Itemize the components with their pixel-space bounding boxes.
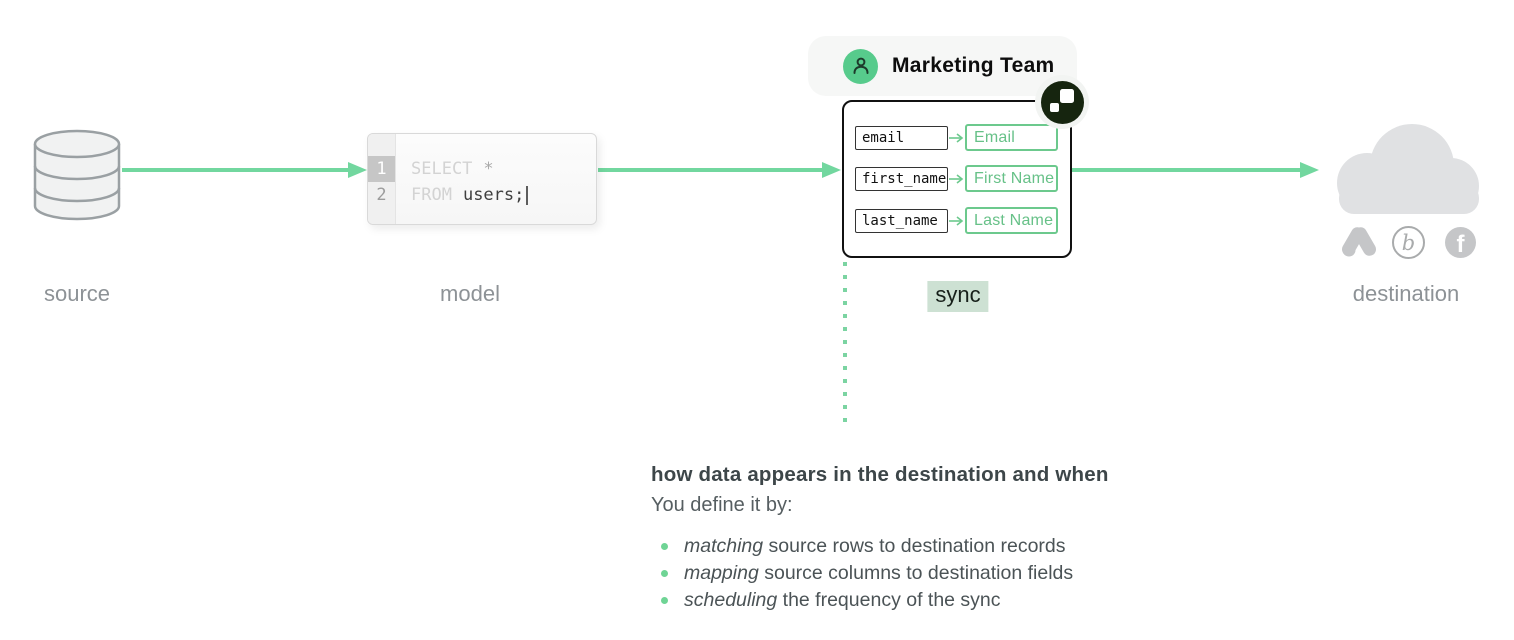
- destination-field-box: Last Name: [965, 207, 1058, 234]
- source-column-box: last_name: [855, 209, 948, 233]
- arrow-head-icon: [1300, 162, 1319, 178]
- facebook-icon: f: [1445, 227, 1476, 258]
- bullet-item: scheduling the frequency of the sync: [661, 587, 1271, 614]
- text-cursor: [526, 185, 529, 205]
- arrow-shaft: [122, 168, 348, 172]
- mapping-arrow-icon: [949, 216, 964, 226]
- annotation-block: how data appears in the destination and …: [651, 463, 1271, 614]
- hightouch-logo-icon: [1035, 75, 1089, 129]
- flow-arrow-source-model: [122, 162, 367, 178]
- sql-code: users;: [462, 185, 525, 205]
- stage-label-destination: destination: [1352, 281, 1460, 306]
- bullet-emphasis: mapping: [684, 562, 759, 584]
- sql-keyword: SELECT: [411, 159, 473, 179]
- arrow-head-icon: [822, 162, 841, 178]
- bullet-text: scheduling the frequency of the sync: [684, 587, 1001, 614]
- avatar: [843, 48, 878, 84]
- database-icon: [33, 129, 121, 221]
- destination-field-box: First Name: [965, 165, 1058, 192]
- logo-square-small: [1049, 102, 1059, 112]
- mapping-arrow-icon: [949, 133, 964, 143]
- mapping-arrow-icon: [949, 174, 964, 184]
- sql-keyword: FROM: [411, 185, 452, 205]
- bullet-rest: source rows to destination records: [763, 535, 1066, 557]
- bullet-item: matching source rows to destination reco…: [661, 533, 1271, 560]
- mapping-row: email Email: [844, 124, 1070, 152]
- line-number: 1: [368, 156, 395, 182]
- bullet-icon: [661, 570, 668, 577]
- annotation-subtitle: You define it by:: [651, 494, 793, 516]
- model-code-box: 1 SELECT * 2 FROM users;: [367, 133, 597, 225]
- bullet-item: mapping source columns to destination fi…: [661, 560, 1271, 587]
- bullet-rest: source columns to destination fields: [758, 562, 1074, 584]
- stage-label-model: model: [440, 281, 500, 306]
- arrow-shaft: [598, 168, 822, 172]
- sql-code: *: [483, 159, 494, 179]
- code-line: 2 FROM users;: [368, 182, 529, 208]
- mapping-row: last_name Last Name: [844, 207, 1070, 235]
- logo-square-big: [1059, 88, 1074, 103]
- code-line: 1 SELECT *: [368, 156, 494, 182]
- flow-arrow-sync-destination: [1072, 162, 1319, 178]
- sync-mapping-card: email Email first_name First Name last_n…: [842, 100, 1072, 258]
- braze-icon: b: [1392, 226, 1425, 259]
- facebook-glyph: f: [1456, 231, 1465, 258]
- bullet-text: matching source rows to destination reco…: [684, 533, 1066, 560]
- source-column-box: first_name: [855, 167, 948, 191]
- hightouch-logo-mark: [1040, 80, 1084, 124]
- team-badge-label: Marketing Team: [892, 54, 1055, 77]
- cloud-icon: [1337, 124, 1479, 214]
- arrow-head-icon: [348, 162, 367, 178]
- bullet-emphasis: scheduling: [684, 589, 778, 611]
- flow-arrow-model-sync: [598, 162, 841, 178]
- braze-glyph: b: [1401, 230, 1416, 255]
- stage-label-sync: sync: [927, 281, 989, 312]
- arrow-shaft: [1072, 168, 1300, 172]
- bullet-emphasis: matching: [684, 535, 764, 557]
- bullet-icon: [661, 597, 668, 604]
- bullet-icon: [661, 543, 668, 550]
- person-icon: [853, 57, 868, 74]
- team-badge: Marketing Team: [808, 36, 1077, 96]
- annotation-title: how data appears in the destination and …: [651, 463, 1109, 486]
- bullet-rest: the frequency of the sync: [777, 589, 1001, 611]
- line-number: 2: [376, 185, 387, 205]
- bullet-text: mapping source columns to destination fi…: [684, 560, 1073, 587]
- stage-label-source: source: [43, 281, 111, 306]
- bullet-list: matching source rows to destination reco…: [651, 533, 1271, 614]
- dotted-connector: [843, 262, 847, 429]
- google-ads-icon: [1342, 227, 1376, 257]
- source-column-box: email: [855, 126, 948, 150]
- mapping-row: first_name First Name: [844, 165, 1070, 193]
- destination-field-box: Email: [965, 124, 1058, 151]
